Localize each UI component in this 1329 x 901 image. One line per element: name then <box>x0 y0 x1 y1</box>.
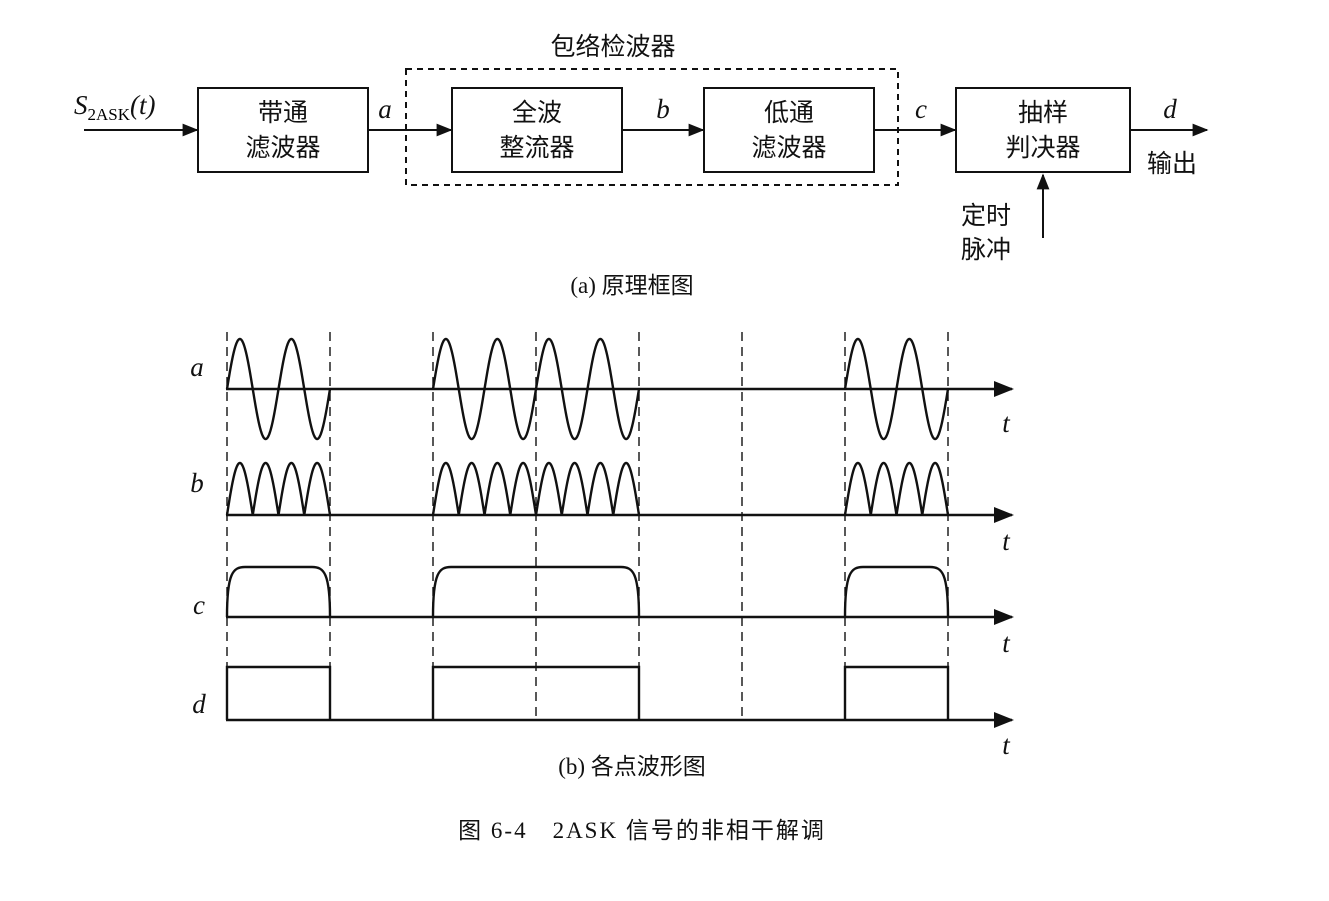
waveform-d-burst <box>431 665 641 720</box>
lowpass-filter-line1: 低通 <box>764 98 814 127</box>
block-diagram: 包络检波器 S2ASK(t) 带通 滤波器 全波 整流器 低通 滤波器 <box>74 32 1209 298</box>
waveform-plots: a t b t c t d t (b) 各点波形图 <box>190 332 1014 779</box>
sampler-line2: 判决器 <box>1005 133 1080 162</box>
lowpass-filter-line2: 滤波器 <box>751 133 826 162</box>
waveform-a-burst <box>225 337 332 441</box>
figure-caption: 图 6-4 2ASK 信号的非相干解调 <box>458 818 826 843</box>
row-label-d: d <box>192 689 206 719</box>
timing-pulse-line2: 脉冲 <box>961 235 1011 264</box>
row-label-a: a <box>190 352 204 382</box>
bandpass-filter-line1: 带通 <box>258 98 308 127</box>
node-label-c: c <box>915 94 927 124</box>
node-label-d: d <box>1163 94 1177 124</box>
waveform-c-burst <box>225 565 332 618</box>
input-signal-label: S2ASK(t) <box>74 90 156 124</box>
waveform-row-b: b t <box>190 461 1014 556</box>
waveform-d-burst <box>225 665 332 720</box>
input-signal-subscript: 2ASK <box>88 105 131 124</box>
bandpass-filter-block: 带通 滤波器 <box>197 87 369 173</box>
waveform-d-burst <box>843 665 950 720</box>
waveform-c-burst <box>431 565 641 618</box>
time-axis-label-a: t <box>1002 408 1011 438</box>
node-label-b: b <box>656 94 670 124</box>
waveform-row-d: d t <box>192 665 1014 760</box>
input-signal-symbol: S <box>74 90 88 120</box>
time-axis-label-c: t <box>1002 628 1011 658</box>
waveform-row-c: c t <box>193 565 1014 658</box>
input-signal-argument: (t) <box>130 90 155 120</box>
caption-a: (a) 原理框图 <box>570 273 693 298</box>
waveform-a-burst <box>431 337 641 441</box>
row-label-c: c <box>193 590 205 620</box>
waveform-b-burst <box>843 461 950 516</box>
bandpass-filter-line2: 滤波器 <box>245 133 320 162</box>
timing-pulse-line1: 定时 <box>961 201 1011 230</box>
waveform-b-burst <box>225 461 332 516</box>
time-axis-label-b: t <box>1002 526 1011 556</box>
envelope-detector-title: 包络检波器 <box>550 32 675 61</box>
envelope-detector-group <box>405 68 899 186</box>
time-axis-label-d: t <box>1002 730 1011 760</box>
caption-b: (b) 各点波形图 <box>558 754 706 779</box>
lowpass-filter-block: 低通 滤波器 <box>703 87 875 173</box>
rectifier-line1: 全波 <box>512 98 562 127</box>
full-wave-rectifier-block: 全波 整流器 <box>451 87 623 173</box>
node-label-a: a <box>378 94 392 124</box>
output-label: 输出 <box>1147 149 1197 178</box>
rectifier-line2: 整流器 <box>499 133 574 162</box>
row-label-b: b <box>190 468 204 498</box>
waveform-c-burst <box>843 565 950 618</box>
sampler-line1: 抽样 <box>1018 98 1068 127</box>
waveform-row-a: a t <box>190 337 1014 441</box>
waveform-b-burst <box>431 461 641 516</box>
sampling-decision-block: 抽样 判决器 <box>955 87 1131 173</box>
waveform-a-burst <box>843 337 950 441</box>
